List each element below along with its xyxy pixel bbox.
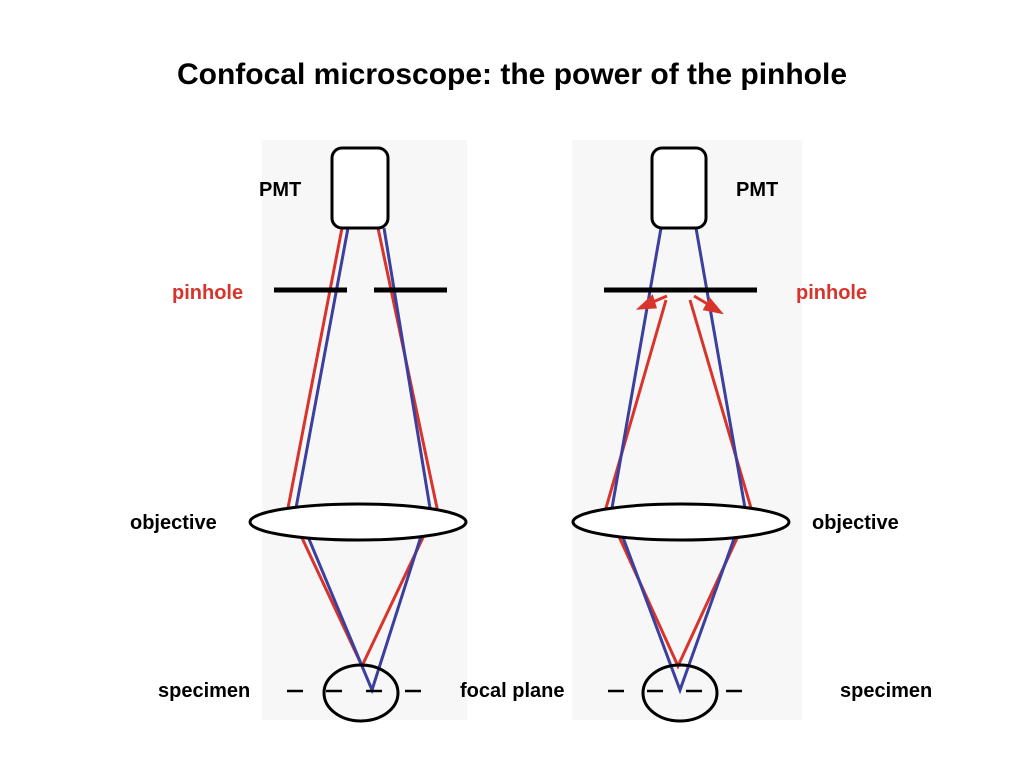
- right-pmt-box: [650, 146, 708, 230]
- focal-plane-label: focal plane: [460, 680, 565, 702]
- left-specimen-label: specimen: [158, 680, 251, 702]
- left-pmt-label: PMT: [259, 179, 302, 201]
- right-pmt-label: PMT: [736, 179, 779, 201]
- right-panel: [571, 146, 791, 723]
- slide-title: Confocal microscope: the power of the pi…: [176, 58, 848, 91]
- right-panel-background: [572, 140, 802, 720]
- left-specimen-circle: [322, 663, 400, 723]
- right-specimen-label: specimen: [840, 680, 933, 702]
- left-panel: [248, 146, 468, 723]
- right-blue-ray: [610, 227, 747, 695]
- right-objective-label: objective: [812, 512, 899, 534]
- right-objective-lens: [571, 502, 791, 542]
- left-pinhole-label: pinhole: [172, 282, 244, 304]
- left-panel-background: [262, 140, 467, 720]
- right-specimen-circle: [641, 663, 719, 723]
- left-objective-lens: [248, 502, 468, 542]
- right-pinhole-label: pinhole: [796, 282, 868, 304]
- left-pmt-box: [330, 146, 390, 230]
- left-objective-label: objective: [130, 512, 217, 534]
- right-blocked-ray-arrows: [635, 294, 724, 315]
